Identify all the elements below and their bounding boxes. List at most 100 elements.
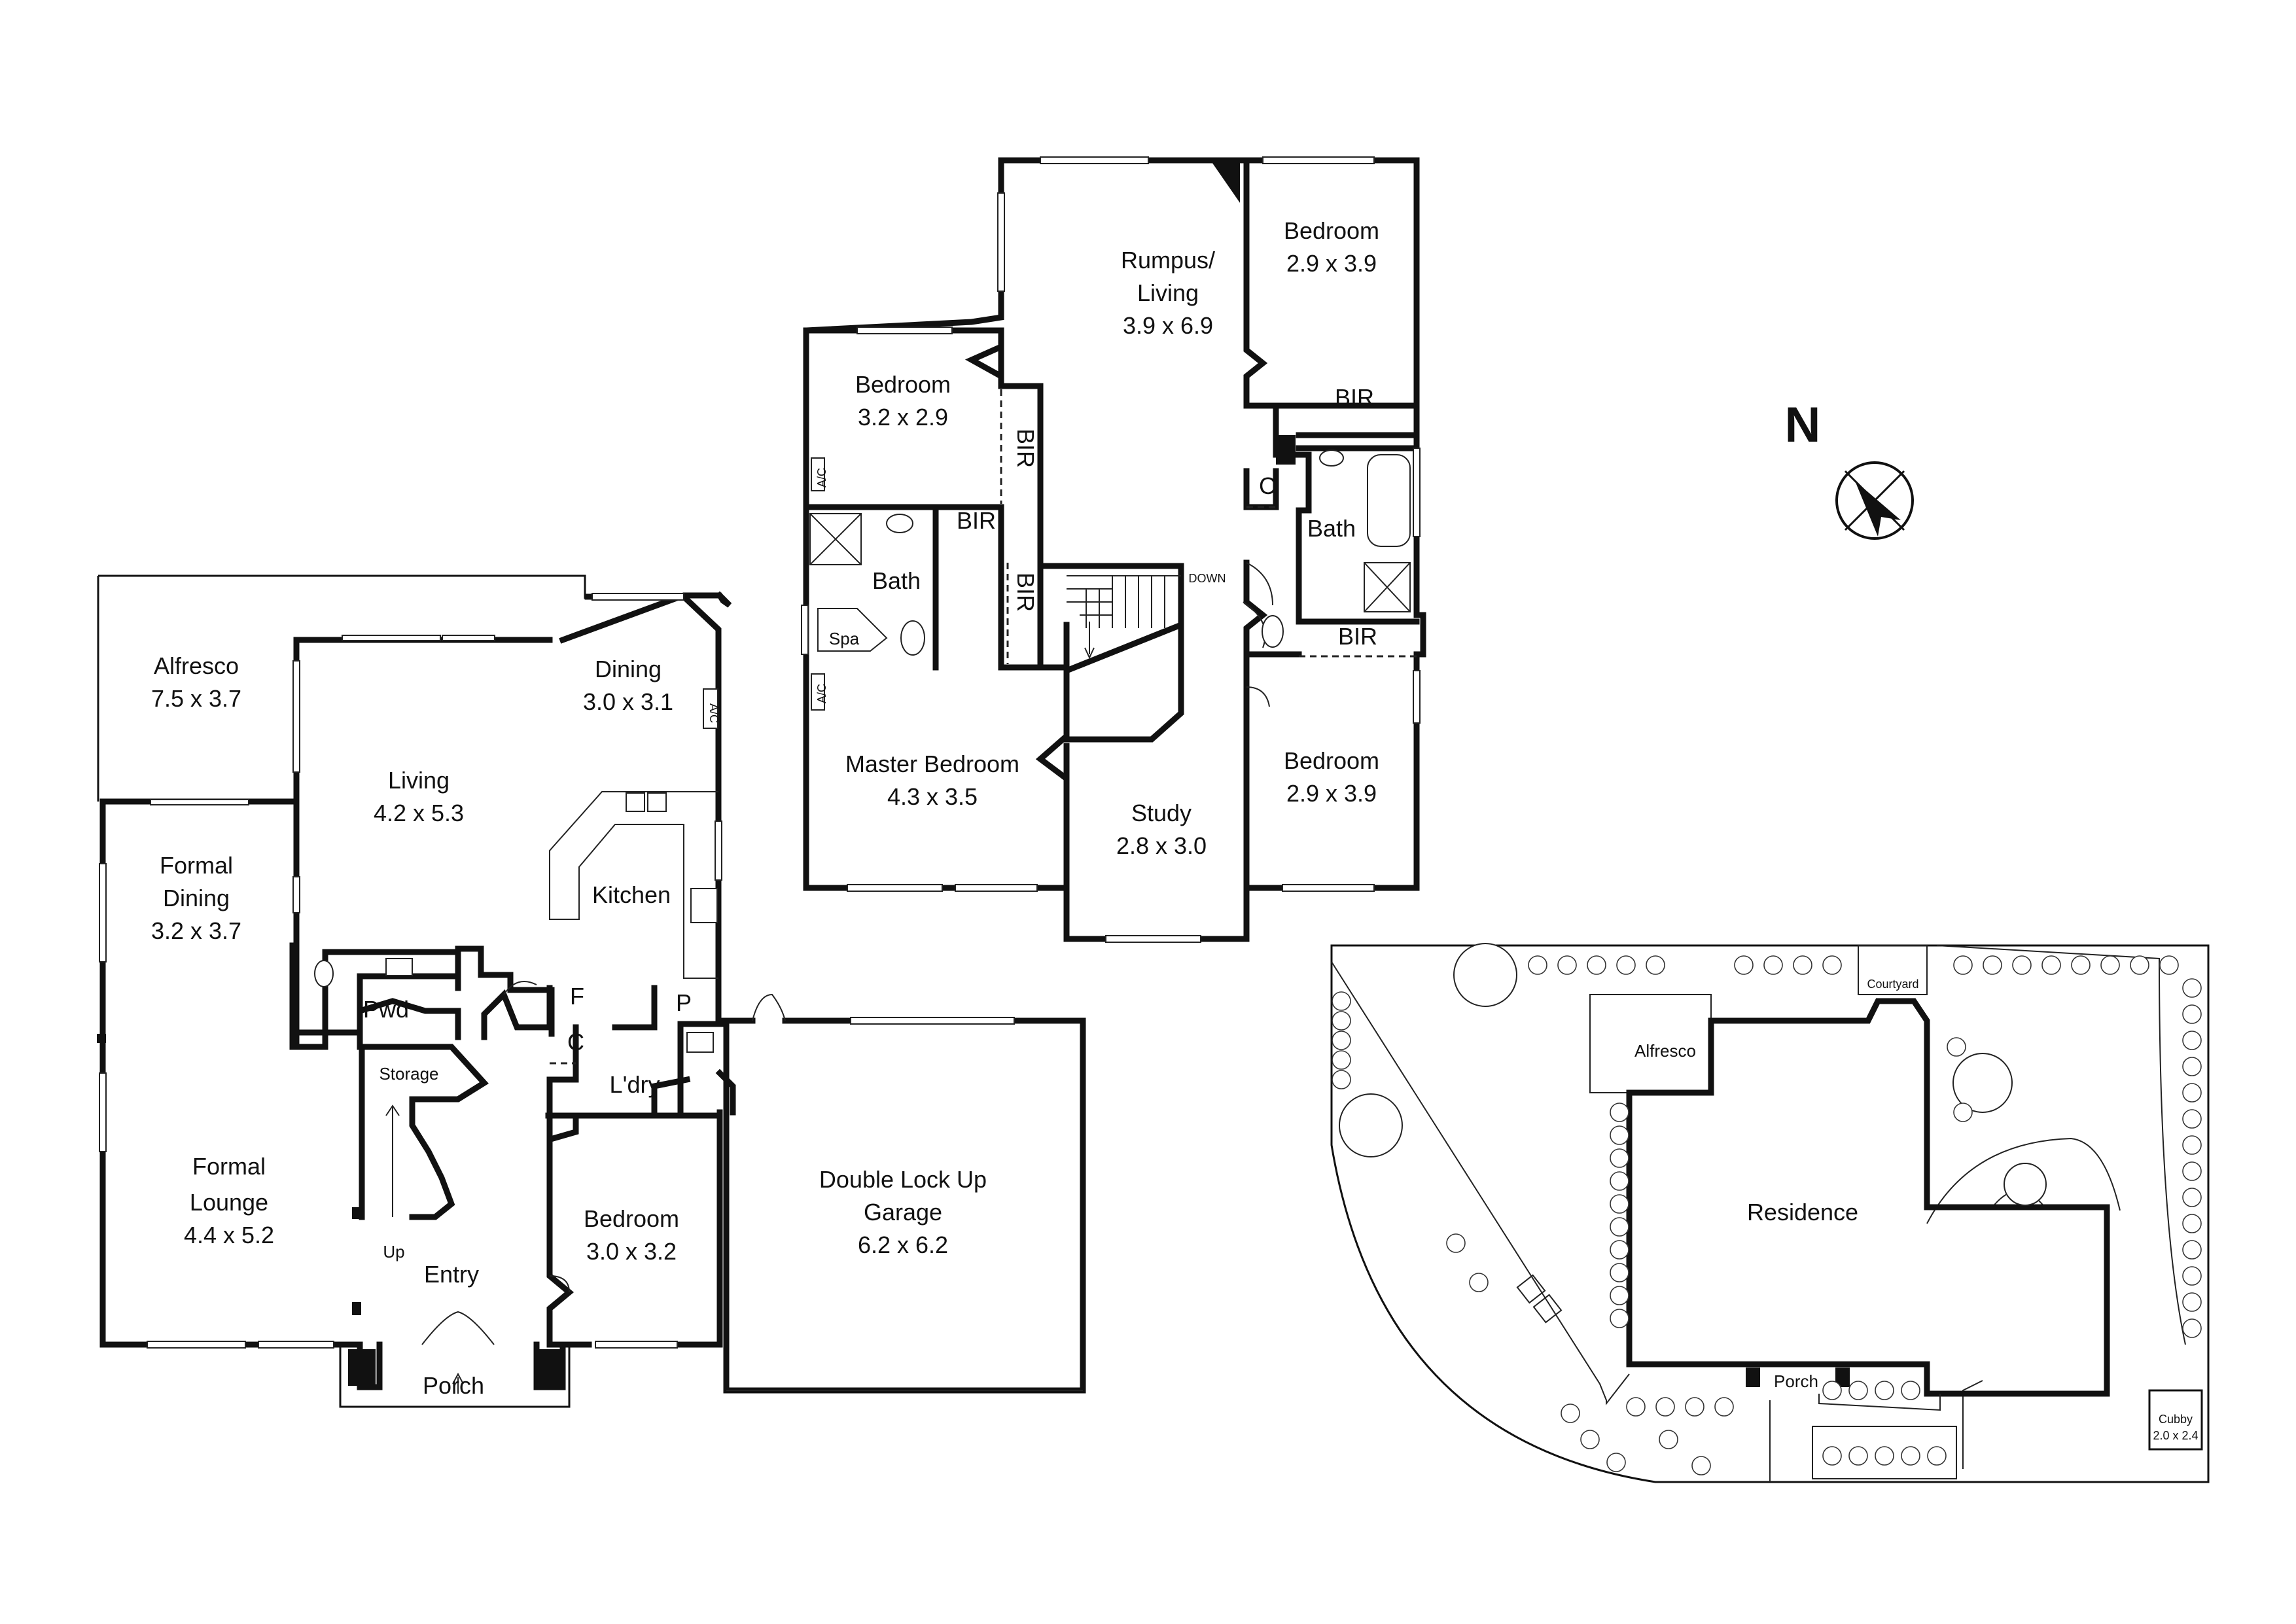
pwd-door-swing[interactable] — [503, 981, 537, 995]
up-label: Up — [383, 1242, 404, 1262]
rumpus-size: 3.9 x 6.9 — [1123, 312, 1213, 339]
shrub — [1947, 1037, 1966, 1057]
shrub — [1332, 1011, 1351, 1031]
porch-pillar-right — [535, 1349, 563, 1386]
shrub — [1610, 1171, 1629, 1191]
study-label: Study — [1131, 800, 1192, 826]
shrub — [1469, 1273, 1489, 1292]
down-label: DOWN — [1189, 572, 1226, 585]
courtyard-label: Courtyard — [1867, 978, 1918, 991]
living-size: 4.2 x 5.3 — [374, 800, 464, 826]
porch-outline — [339, 1345, 571, 1408]
shrub — [2182, 1188, 2202, 1207]
compass-north-label: N — [1785, 397, 1821, 453]
bir-nw-label: BIR — [1012, 429, 1039, 468]
shrub — [1875, 1381, 1894, 1400]
shrub — [1557, 955, 1577, 975]
shrub — [1610, 1217, 1629, 1237]
shrub — [1610, 1125, 1629, 1145]
shrub — [1822, 955, 1842, 975]
bedroom-se-label: Bedroom — [1284, 747, 1379, 774]
shrub — [1616, 955, 1636, 975]
bir-se-label: BIR — [1338, 623, 1377, 650]
shrub — [1528, 955, 1547, 975]
master-bedroom-size: 4.3 x 3.5 — [887, 783, 978, 810]
alfresco-size: 7.5 x 3.7 — [151, 685, 241, 712]
garage-size: 6.2 x 6.2 — [858, 1231, 948, 1258]
shrub — [2182, 1214, 2202, 1233]
site-cubby — [2148, 1389, 2203, 1451]
formal-lounge-label-1: Formal — [192, 1153, 266, 1180]
shrub — [1610, 1263, 1629, 1282]
shrub — [1646, 955, 1665, 975]
stair-treads-upper — [1067, 575, 1181, 628]
shrub — [1610, 1194, 1629, 1214]
shrub — [1606, 1453, 1626, 1472]
cupboard-label: C — [567, 1029, 584, 1055]
shrub — [1714, 1397, 1734, 1417]
stair-up-arrow — [385, 1104, 400, 1217]
dining-size: 3.0 x 3.1 — [583, 688, 673, 715]
shrub — [1685, 1397, 1704, 1417]
site-plan — [1330, 943, 2210, 1483]
shrub — [1587, 955, 1606, 975]
compass-needle-icon — [1855, 481, 1901, 537]
stair-down-arrow — [1084, 622, 1095, 660]
garage-door-swing[interactable] — [752, 993, 786, 1021]
shrub — [1734, 955, 1754, 975]
spa-icon — [817, 608, 888, 652]
alfresco-label: Alfresco — [154, 652, 239, 679]
bedroom-ne-size: 2.9 x 3.9 — [1286, 250, 1377, 277]
shrub — [1901, 1381, 1920, 1400]
shrub — [1610, 1309, 1629, 1328]
kitchen-bench — [549, 791, 718, 979]
fridge-label: F — [570, 983, 584, 1010]
residence-footprint — [1626, 998, 2110, 1397]
pwd-label: Pwd — [363, 996, 409, 1023]
shrub — [1691, 1456, 1711, 1475]
formal-dining-label-2: Dining — [163, 885, 230, 911]
bir-master-label-2: BIR — [1012, 573, 1039, 612]
shrub — [2182, 1057, 2202, 1076]
cupboard-upper-label: C — [1259, 472, 1276, 499]
alfresco-outline — [97, 574, 586, 802]
shrub — [2182, 978, 2202, 998]
bathtub-icon — [1367, 454, 1411, 547]
first-floor-plan — [801, 156, 1426, 943]
shrub — [1848, 1381, 1868, 1400]
shrub — [1332, 991, 1351, 1011]
shrub — [1848, 1446, 1868, 1466]
bir-master-label: BIR — [957, 507, 996, 534]
storage-label: Storage — [379, 1064, 438, 1084]
shrub — [1332, 1031, 1351, 1050]
garage-label-2: Garage — [864, 1199, 942, 1226]
site-courtyard — [1858, 945, 1928, 995]
dining-label: Dining — [595, 656, 662, 682]
residence-label: Residence — [1747, 1199, 1858, 1226]
ac-unit-upper-1 — [811, 457, 825, 491]
site-alfresco-label: Alfresco — [1634, 1041, 1696, 1061]
shrub — [1610, 1286, 1629, 1305]
shrub — [2182, 1135, 2202, 1155]
porch-label: Porch — [423, 1372, 484, 1399]
shrub — [1659, 1430, 1678, 1449]
shrub — [2182, 1109, 2202, 1129]
kitchen-label: Kitchen — [592, 881, 671, 908]
ground-floor-plan — [97, 574, 1086, 1408]
entry-double-door[interactable] — [421, 1311, 495, 1345]
garage-label-1: Double Lock Up — [819, 1166, 987, 1193]
spa-label: Spa — [829, 629, 860, 648]
ac-label-upper-1: A/C — [815, 468, 828, 487]
laundry-label: L'dry — [610, 1071, 660, 1098]
shrub — [2041, 955, 2061, 975]
shrub — [1953, 1103, 1973, 1122]
shrub — [1610, 1148, 1629, 1168]
master-bedroom-label: Master Bedroom — [845, 750, 1019, 777]
shrub — [1953, 955, 1973, 975]
bir-ne-label: BIR — [1335, 384, 1374, 411]
shrub — [1793, 955, 1812, 975]
bedroom-nw-size: 3.2 x 2.9 — [858, 404, 948, 431]
shrub — [2182, 1004, 2202, 1024]
bedroom-ground-label: Bedroom — [584, 1205, 679, 1232]
shrub — [1983, 955, 2002, 975]
